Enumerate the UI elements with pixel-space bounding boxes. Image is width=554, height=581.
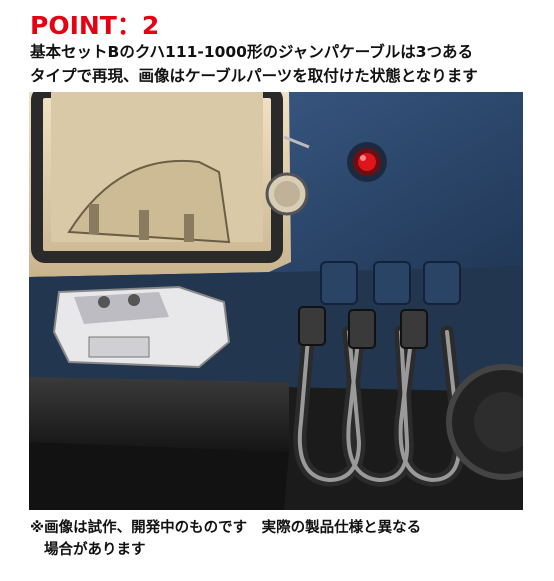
point-heading: POINT：2 [30,11,160,40]
disclaimer-line-1: ※画像は試作、開発中のものです 実際の製品仕様と異なる [30,520,422,536]
disclaimer-line-2: 場合があります [44,542,146,558]
disclaimer: ※画像は試作、開発中のものです 実際の製品仕様と異なる 場合があります [30,517,540,561]
description-line-1: 基本セットBのクハ111-1000形のジャンパケーブルは3つある [30,43,474,61]
description-line-2: タイプで再現、画像はケーブルパーツを取付けた状態となります [30,67,478,85]
train-illustration [29,92,523,510]
product-photo [29,92,523,510]
description: 基本セットBのクハ111-1000形のジャンパケーブルは3つある タイプで再現、… [30,40,545,88]
